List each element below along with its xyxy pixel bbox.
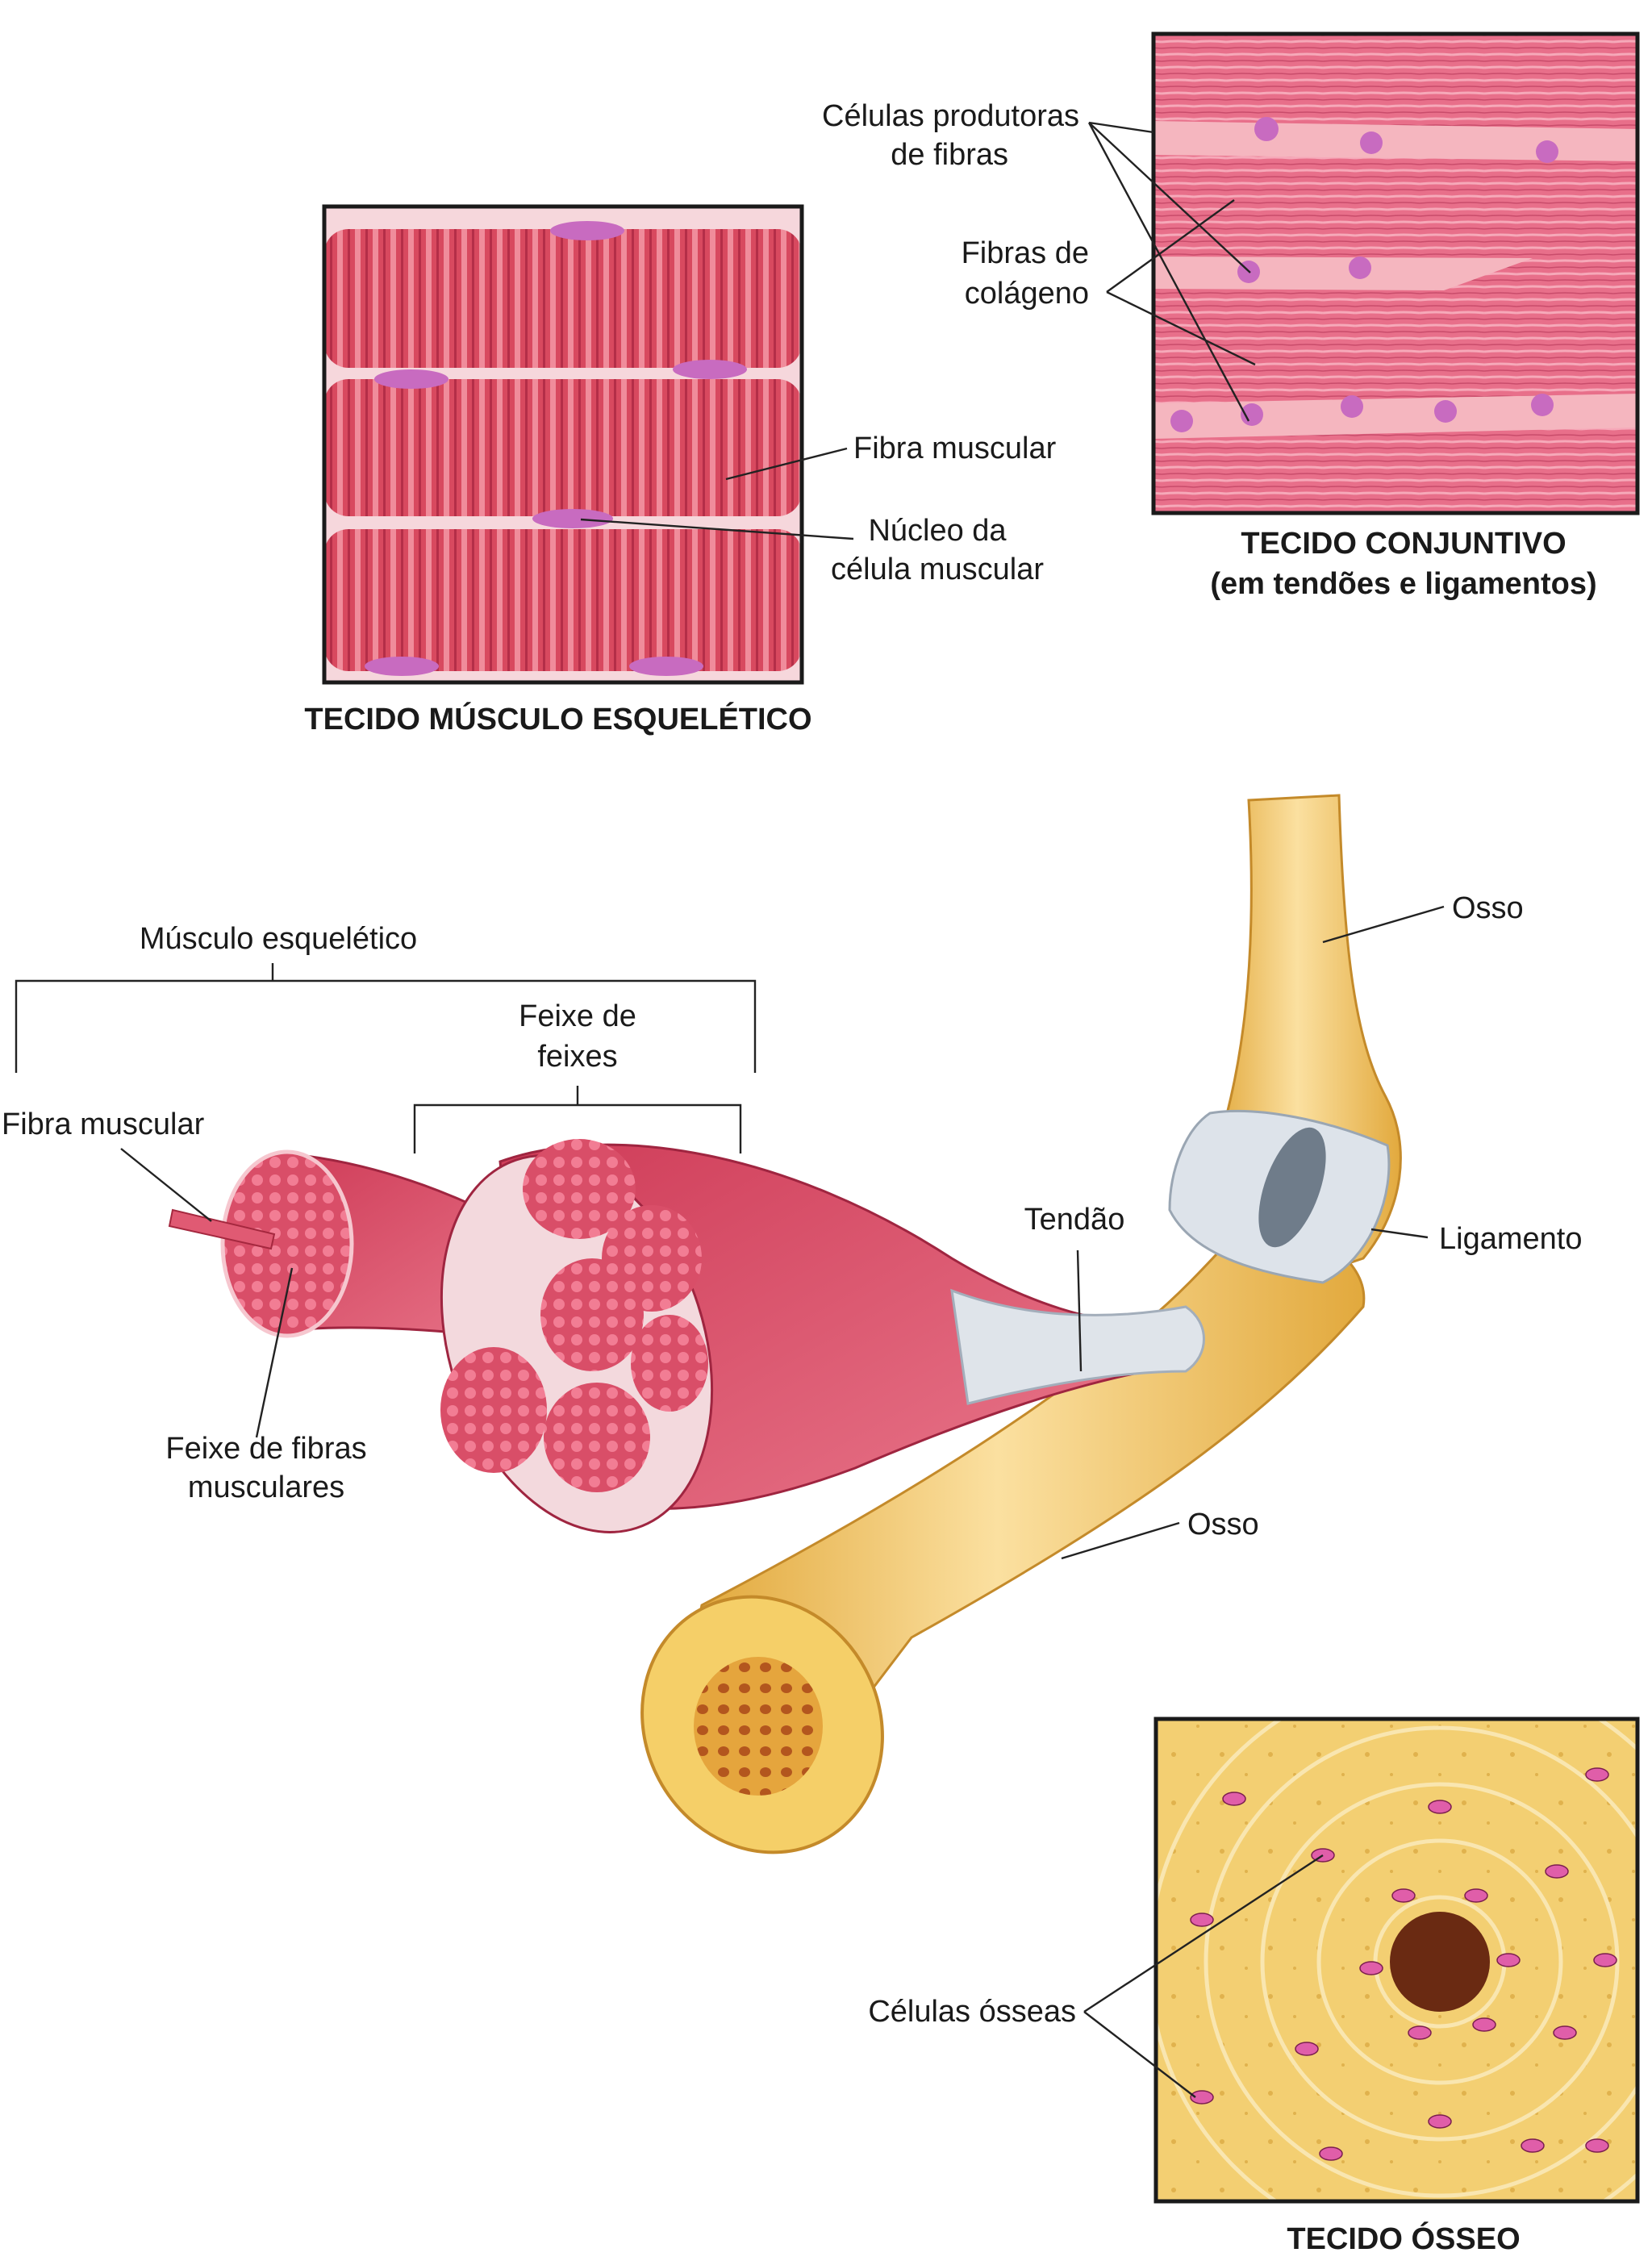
- fiber-bundle-cross-section: [220, 1149, 354, 1338]
- fascicles: [440, 1139, 708, 1492]
- muscle-nucleus: [673, 360, 747, 379]
- muscle-fiber-leader: [120, 1148, 212, 1222]
- fibroblast-nucleus: [1341, 395, 1363, 418]
- skeletal-muscle-panel-title: TECIDO MÚSCULO ESQUELÉTICO: [304, 701, 811, 736]
- muscle-nucleus: [532, 509, 613, 528]
- collagen-label-line2: colágeno: [965, 277, 1089, 311]
- tendon-leader: [1076, 1249, 1083, 1372]
- bone-cells-leader-lines: [1083, 1854, 1324, 2098]
- fibroblast-nucleus: [1434, 400, 1457, 423]
- fascicle: [544, 1383, 650, 1492]
- cells-leader-lines: [1087, 121, 1251, 422]
- fiber-bundle-label-line2: musculares: [188, 1470, 344, 1504]
- fibroblast-row: [1153, 394, 1637, 439]
- muscle-nucleus: [374, 369, 448, 389]
- haversian-canal: [1390, 1912, 1490, 2012]
- bone-panel-title: TECIDO ÓSSEO: [1287, 2221, 1520, 2256]
- connective-panel-title-line2: (em tendões e ligamentos): [1210, 567, 1596, 601]
- fibroblast-nucleus: [1170, 410, 1193, 432]
- bone-upper-label: Osso: [1452, 891, 1524, 925]
- connective-tissue-panel: Células produtoras de fibras Fibras de c…: [822, 31, 1640, 601]
- bone-lower-leader: [1061, 1521, 1180, 1560]
- fibroblast-nucleus: [1241, 403, 1263, 426]
- osteon-rings: [1156, 1719, 1637, 2201]
- skeletal-muscle-bracket: [15, 979, 757, 1073]
- fiber-leader-line: [725, 447, 848, 481]
- fiber-bundle-leader: [255, 1267, 294, 1438]
- osteocytes: [1190, 1767, 1617, 2161]
- fascicle: [540, 1258, 644, 1371]
- ligament-leader: [1370, 1228, 1429, 1239]
- muscle-fiber-band: [324, 379, 802, 516]
- nucleus-leader-line: [580, 518, 854, 540]
- bundle-of-bundles-label-line1: Feixe de: [519, 999, 636, 1033]
- fiber-bundle-label-line1: Feixe de fibras: [165, 1432, 366, 1466]
- bone-lower-label: Osso: [1187, 1508, 1259, 1541]
- ligament-label: Ligamento: [1439, 1222, 1582, 1256]
- fibroblast-nucleus: [1531, 394, 1554, 416]
- anatomy-illustration: Músculo esquelético Feixe de feixes Fibr…: [2, 794, 1582, 1854]
- muscle-nucleus: [365, 657, 439, 676]
- single-muscle-fiber: [168, 1208, 276, 1250]
- fibroblast-nucleus: [1536, 140, 1558, 163]
- bone-upper-leader: [1322, 905, 1445, 944]
- muscle-fiber-band: [324, 229, 802, 368]
- nucleus-label-line2: célula muscular: [831, 553, 1044, 586]
- fascicle: [523, 1139, 636, 1239]
- cells-label-line1: Células produtoras: [822, 99, 1079, 133]
- tendon-label: Tendão: [1024, 1203, 1125, 1237]
- skeletal-muscle-panel-frame: [322, 204, 804, 685]
- bone-tissue-panel: Células ósseas TECIDO ÓSSEO: [868, 1717, 1640, 2256]
- muscle-fiber-band: [324, 529, 802, 671]
- joint-capsule-opening: [1258, 1127, 1326, 1248]
- fibroblast-nucleus: [1360, 131, 1383, 154]
- skeletal-muscle-panel: Fibra muscular Núcleo da célula muscular…: [304, 204, 1057, 736]
- skeletal-muscle-label: Músculo esquelético: [140, 922, 417, 956]
- fascicle: [440, 1347, 547, 1473]
- connective-panel-title-line1: TECIDO CONJUNTIVO: [1241, 527, 1566, 561]
- fiber-label: Fibra muscular: [853, 432, 1057, 465]
- nucleus-label-line1: Núcleo da: [868, 514, 1007, 548]
- muscle-fiber-label: Fibra muscular: [2, 1108, 205, 1141]
- cells-label-line2: de fibras: [891, 138, 1008, 172]
- fibroblast-nucleus: [1349, 257, 1371, 279]
- bone-cells-label: Células ósseas: [868, 1995, 1076, 2029]
- muscle-nucleus: [550, 221, 624, 240]
- collagen-label-line1: Fibras de: [962, 236, 1089, 270]
- connective-panel-frame: [1151, 31, 1640, 515]
- bundle-of-bundles-label-line2: feixes: [537, 1040, 617, 1074]
- fascicle: [631, 1315, 708, 1412]
- fibroblast-nucleus: [1254, 117, 1279, 141]
- spongy-bone: [694, 1657, 823, 1796]
- muscle-nucleus: [629, 657, 703, 676]
- collagen-leader-lines: [1106, 199, 1256, 366]
- bone-panel-frame: [1153, 1717, 1640, 2204]
- tendon: [950, 1288, 1205, 1405]
